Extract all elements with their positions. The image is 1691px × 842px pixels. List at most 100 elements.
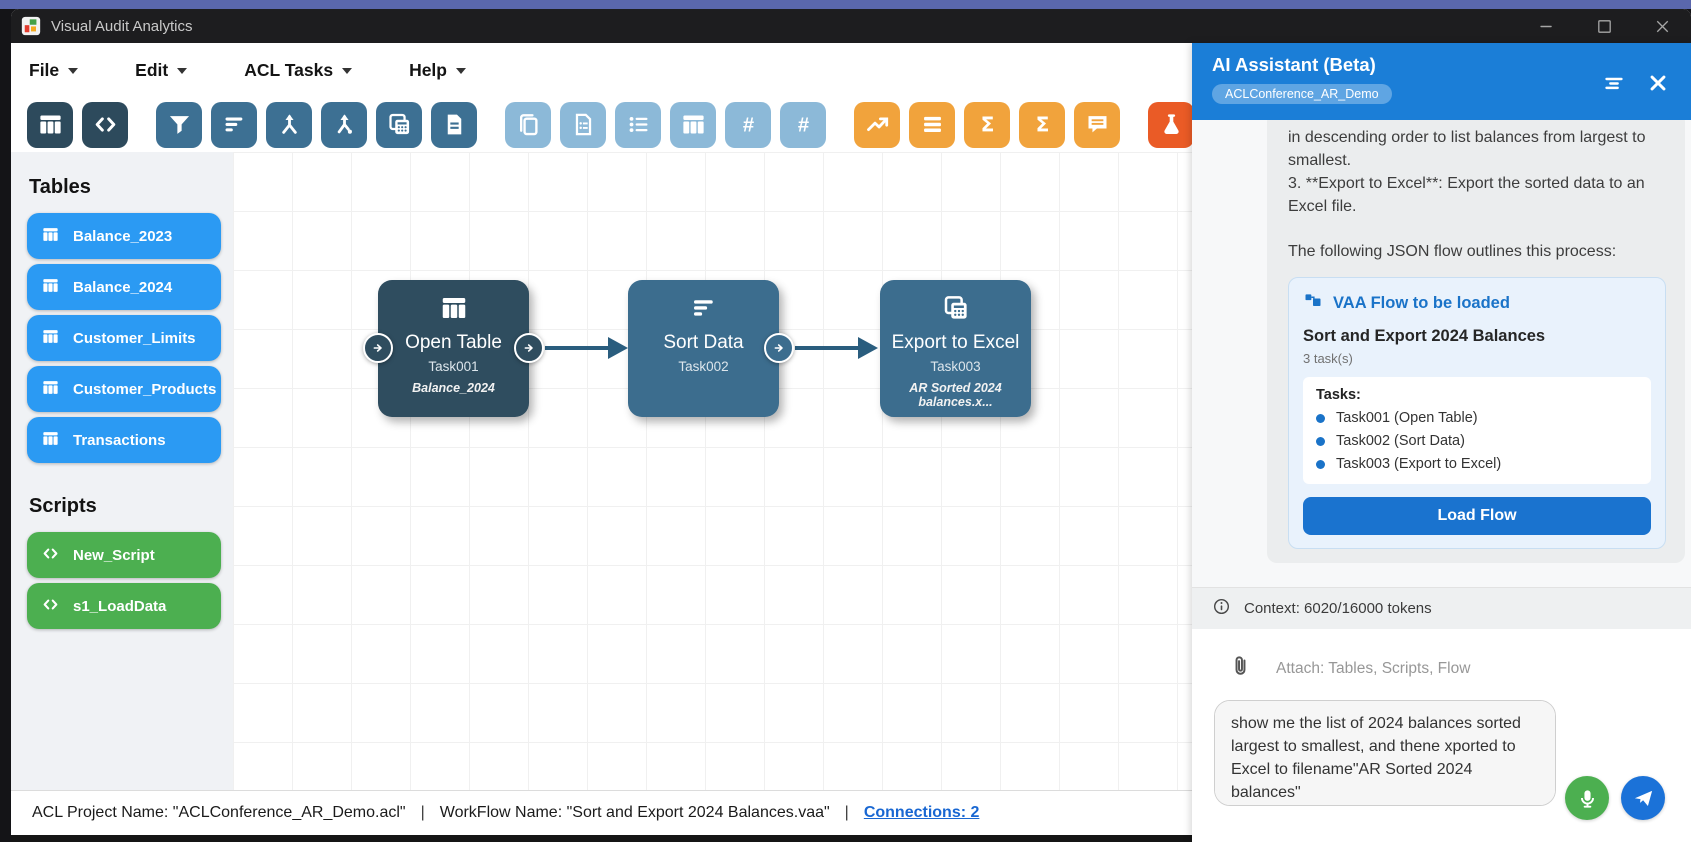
minimize-button[interactable]	[1517, 9, 1575, 43]
sidebar-item-s1-loaddata[interactable]: s1_LoadData	[27, 583, 221, 629]
join-tool-button[interactable]	[321, 101, 367, 148]
document-tool-button[interactable]	[431, 101, 477, 148]
hash-tool-button[interactable]: #	[725, 101, 771, 148]
file-report-tool-button[interactable]	[560, 101, 606, 148]
window-controls	[1517, 9, 1691, 43]
table-view-tool-button[interactable]	[670, 101, 716, 148]
sidebar: Tables Balance_2023 Balance_2024 Custome…	[11, 152, 233, 790]
node-sort-data[interactable]: Sort Data Task002	[628, 280, 779, 417]
flask-tool-button[interactable]	[1148, 101, 1194, 148]
chat-area: in descending order to list balances fro…	[1192, 120, 1691, 587]
connector-arrowhead	[608, 337, 628, 359]
chevron-down-icon	[342, 68, 353, 74]
load-flow-button[interactable]: Load Flow	[1303, 497, 1651, 536]
task-list-item: Task003 (Export to Excel)	[1316, 456, 1638, 472]
filter-tool-button[interactable]	[156, 101, 202, 148]
list-tool-button[interactable]	[615, 101, 661, 148]
close-button[interactable]	[1633, 9, 1691, 43]
microphone-button[interactable]	[1565, 776, 1609, 820]
assistant-message-text: in descending order to list balances fro…	[1288, 129, 1646, 261]
menu-acl-tasks[interactable]: ACL Tasks	[244, 60, 353, 81]
flow-name: Sort and Export 2024 Balances	[1303, 327, 1546, 346]
table-calculator-icon	[880, 293, 1031, 328]
svg-text:Σ: Σ	[980, 112, 994, 136]
summarize-tool-button[interactable]	[909, 101, 955, 148]
svg-text:Σ: Σ	[1035, 112, 1049, 136]
port-sort-data-right[interactable]	[764, 333, 794, 363]
sigma-tool-button[interactable]: Σ	[964, 101, 1010, 148]
context-status-bar: Context: 6020/16000 tokens	[1192, 587, 1691, 629]
workflow-name-label: WorkFlow Name: "Sort and Export 2024 Bal…	[439, 804, 830, 821]
connector-line	[795, 346, 858, 350]
comment-tool-button[interactable]	[1074, 101, 1120, 148]
bullet-dot-icon	[1316, 459, 1325, 469]
task-count: 3 task(s)	[1303, 351, 1353, 367]
menu-help[interactable]: Help	[409, 60, 466, 81]
window-title: Visual Audit Analytics	[51, 17, 193, 35]
task-list-item: Task002 (Sort Data)	[1316, 433, 1638, 449]
chevron-down-icon	[68, 68, 79, 74]
window-bottom-strip	[11, 835, 1192, 842]
code-tool-button[interactable]	[82, 101, 128, 148]
sidebar-item-customer-limits[interactable]: Customer_Limits	[27, 315, 221, 361]
task-list-box: Tasks: Task001 (Open Table) Task002 (Sor…	[1303, 377, 1651, 485]
close-icon[interactable]	[1645, 70, 1671, 96]
task-list-item: Task001 (Open Table)	[1316, 410, 1638, 426]
context-pill: ACLConference_AR_Demo	[1212, 84, 1392, 104]
assistant-message-bubble: in descending order to list balances fro…	[1267, 120, 1685, 564]
menu-edit[interactable]: Edit	[135, 60, 188, 81]
sidebar-item-balance-2023[interactable]: Balance_2023	[27, 213, 221, 259]
port-open-table-right[interactable]	[514, 333, 544, 363]
ai-panel-header: AI Assistant (Beta) ACLConference_AR_Dem…	[1192, 43, 1691, 120]
status-bar: ACL Project Name: "ACLConference_AR_Demo…	[11, 790, 1192, 835]
connections-link[interactable]: Connections: 2	[863, 804, 980, 821]
sidebar-item-balance-2024[interactable]: Balance_2024	[27, 264, 221, 310]
send-button[interactable]	[1621, 776, 1665, 820]
scripts-heading: Scripts	[29, 495, 97, 517]
menu-bar: File Edit ACL Tasks Help	[11, 43, 1199, 97]
project-name-label: ACL Project Name: "ACLConference_AR_Demo…	[32, 804, 406, 821]
sidebar-item-customer-products[interactable]: Customer_Products	[27, 366, 221, 412]
hash-alt-tool-button[interactable]: #	[780, 101, 826, 148]
sort-tool-button[interactable]	[211, 101, 257, 148]
svg-text:#: #	[797, 114, 808, 136]
tables-heading: Tables	[29, 176, 91, 198]
table-icon	[41, 225, 60, 248]
code-icon	[41, 595, 60, 618]
sidebar-item-new-script[interactable]: New_Script	[27, 532, 221, 578]
table-icon	[41, 378, 60, 401]
node-open-table[interactable]: Open Table Task001 Balance_2024	[378, 280, 529, 417]
app-window: Visual Audit Analytics File Edit ACL Tas…	[11, 9, 1691, 842]
sidebar-item-transactions[interactable]: Transactions	[27, 417, 221, 463]
paperclip-icon[interactable]	[1228, 654, 1253, 684]
code-icon	[41, 544, 60, 567]
workflow-canvas[interactable]: Open Table Task001 Balance_2024 Sort Dat…	[233, 152, 1192, 790]
toolbar: # # Σ Σ	[11, 97, 1194, 153]
chevron-down-icon	[456, 68, 466, 74]
node-export-to-excel[interactable]: Export to Excel Task003 AR Sorted 2024 b…	[880, 280, 1031, 417]
ai-assistant-panel: AI Assistant (Beta) ACLConference_AR_Dem…	[1192, 43, 1691, 842]
port-open-table-left[interactable]	[363, 333, 393, 363]
context-status-text: Context: 6020/16000 tokens	[1244, 600, 1432, 617]
menu-file[interactable]: File	[29, 60, 79, 81]
merge-tool-button[interactable]	[266, 101, 312, 148]
attach-placeholder: Attach: Tables, Scripts, Flow	[1276, 660, 1471, 677]
table-icon	[41, 327, 60, 350]
copy-tool-button[interactable]	[505, 101, 551, 148]
svg-text:#: #	[742, 114, 753, 136]
ai-panel-title: AI Assistant (Beta)	[1212, 54, 1376, 75]
bullet-dot-icon	[1316, 413, 1325, 423]
title-bar: Visual Audit Analytics	[11, 9, 1691, 43]
info-icon	[1212, 597, 1231, 620]
flow-icon	[1303, 291, 1323, 316]
flow-card-header: VAA Flow to be loaded	[1303, 291, 1651, 316]
maximize-button[interactable]	[1575, 9, 1633, 43]
attach-row[interactable]: Attach: Tables, Scripts, Flow	[1228, 654, 1470, 684]
duplicate-table-tool-button[interactable]	[376, 101, 422, 148]
table-tool-button[interactable]	[27, 101, 73, 148]
clear-chat-icon[interactable]	[1601, 70, 1627, 96]
prompt-input[interactable]: show me the list of 2024 balances sorted…	[1214, 700, 1556, 806]
desktop-background-strip	[0, 0, 1691, 9]
sigma-alt-tool-button[interactable]: Σ	[1019, 101, 1065, 148]
trend-tool-button[interactable]	[854, 101, 900, 148]
